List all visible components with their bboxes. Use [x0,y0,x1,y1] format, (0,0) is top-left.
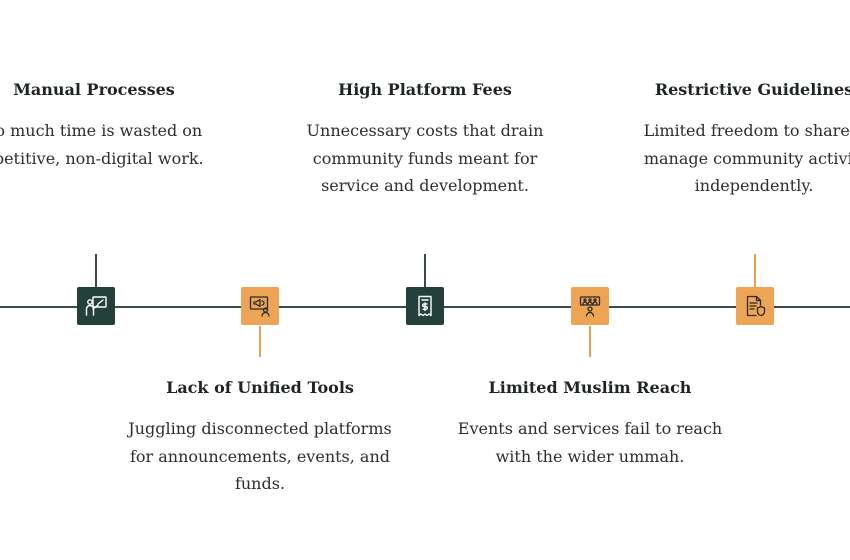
card-description: Unnecessary costs that drain community f… [285,117,565,200]
card-description: Events and services fail to reach with t… [450,415,730,470]
dollar-receipt-icon [418,295,432,317]
audience-speaker-icon [579,296,601,317]
timeline-node-high-platform-fees [406,287,444,325]
description-line: Events and services fail to reach [457,419,723,438]
document-shield-icon [746,295,766,317]
card-description: Juggling disconnected platforms for anno… [120,415,400,498]
card-limited-muslim-reach: Limited Muslim Reach Events and services… [450,377,730,470]
description-line: service and development. [321,176,529,195]
description-line: community funds meant for [312,148,538,168]
card-manual-processes: Manual Processes oo much time is wasted … [0,79,234,172]
card-restrictive-guidelines: Restrictive Guidelines Limited freedom t… [614,79,850,200]
connector-restrictive-guidelines [754,254,756,288]
timeline-node-manual-processes [77,287,115,325]
card-title: Manual Processes [13,80,175,99]
card-title: Restrictive Guidelines [654,80,850,99]
card-high-platform-fees: High Platform Fees Unnecessary costs tha… [285,79,565,200]
description-line: epetitive, non-digital work. [0,148,204,168]
description-line: Unnecessary costs that drain [306,121,544,140]
description-line: for announcements, events, and [129,446,391,466]
description-line: oo much time is wasted on [0,121,203,140]
card-lack-of-unified-tools: Lack of Unified Tools Juggling disconnec… [120,377,400,498]
description-line: manage community activiti [643,148,850,168]
card-description: oo much time is wasted on epetitive, non… [0,117,234,172]
card-title: Lack of Unified Tools [166,378,354,397]
description-line: funds. [234,474,286,493]
timeline-node-limited-muslim-reach [571,287,609,325]
connector-manual-processes [95,254,97,288]
connector-limited-muslim-reach [589,326,591,357]
connector-lack-of-unified-tools [259,326,261,357]
card-title: Limited Muslim Reach [488,378,692,397]
description-line: Juggling disconnected platforms [128,419,392,438]
timeline-node-lack-of-unified-tools [241,287,279,325]
connector-high-platform-fees [424,254,426,288]
description-line: Limited freedom to share a [643,121,850,140]
card-description: Limited freedom to share a manage commun… [614,117,850,200]
presentation-board-icon [85,296,107,316]
timeline-node-restrictive-guidelines [736,287,774,325]
description-line: independently. [694,176,814,195]
description-line: with the wider ummah. [495,446,685,466]
card-title: High Platform Fees [338,80,512,99]
announcement-screen-icon [249,296,270,317]
